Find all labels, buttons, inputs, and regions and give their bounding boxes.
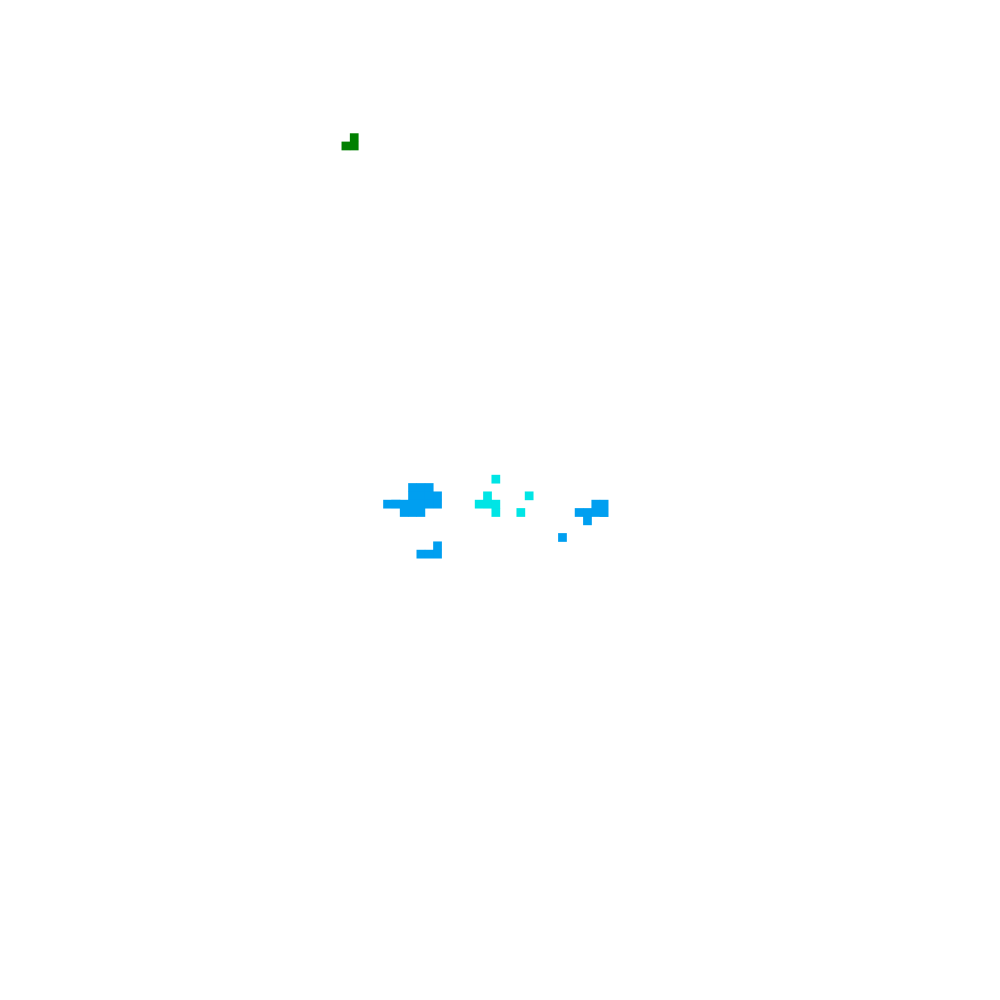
cyan-cluster-cell bbox=[524, 491, 534, 501]
blue-cluster-right-cell bbox=[599, 499, 609, 509]
blue-cluster-left-cell bbox=[433, 491, 442, 501]
blue-cluster-left-cell bbox=[424, 491, 434, 501]
blue-cluster-right-cell bbox=[599, 508, 609, 517]
green-cluster bbox=[341, 133, 359, 151]
blue-cluster-left-cell bbox=[416, 499, 426, 509]
cyan-cluster-cell bbox=[491, 508, 501, 517]
cyan-cluster-cell bbox=[483, 499, 492, 509]
blue-cluster-left bbox=[383, 483, 442, 517]
cyan-cluster bbox=[474, 474, 534, 517]
blue-cluster-left-cell bbox=[433, 499, 442, 509]
blue-fragment-bottom-cell bbox=[416, 549, 426, 559]
blue-cluster-left-cell bbox=[391, 499, 401, 509]
cyan-cluster-cell bbox=[491, 499, 501, 509]
blue-cluster-left-cell bbox=[399, 508, 409, 517]
blue-cluster-right-cell bbox=[591, 499, 601, 509]
green-cluster-cell bbox=[349, 141, 359, 151]
blue-cluster-left-cell bbox=[408, 483, 417, 492]
blue-cluster-right-cell bbox=[591, 508, 601, 517]
blue-cluster-right-cell bbox=[574, 508, 584, 517]
blue-cluster-right bbox=[574, 499, 609, 526]
blue-cluster-left-cell bbox=[416, 483, 426, 492]
blue-fragment-center-cell bbox=[558, 533, 567, 542]
cyan-cluster-cell bbox=[491, 474, 501, 484]
cyan-cluster-cell bbox=[516, 508, 526, 517]
blue-cluster-left-cell bbox=[424, 499, 434, 509]
green-cluster-cell bbox=[349, 133, 359, 143]
cyan-cluster-cell bbox=[483, 491, 492, 501]
blue-fragment-bottom-cell bbox=[433, 541, 442, 551]
blue-cluster-left-cell bbox=[424, 483, 434, 492]
cyan-cluster-cell bbox=[474, 499, 484, 509]
blue-cluster-left-cell bbox=[408, 508, 417, 517]
blue-fragment-bottom-cell bbox=[433, 549, 442, 559]
blue-fragment-bottom bbox=[416, 541, 442, 559]
blue-cluster-left-cell bbox=[408, 491, 417, 501]
blue-cluster-left-cell bbox=[416, 491, 426, 501]
blue-fragment-bottom-cell bbox=[424, 549, 434, 559]
blue-cluster-left-cell bbox=[408, 499, 417, 509]
blue-cluster-right-cell bbox=[583, 508, 592, 517]
blue-cluster-right-cell bbox=[583, 516, 592, 526]
green-cluster-cell bbox=[341, 141, 351, 151]
blue-cluster-left-cell bbox=[416, 508, 426, 517]
blue-fragment-center bbox=[558, 533, 567, 542]
blue-cluster-left-cell bbox=[383, 499, 392, 509]
blue-cluster-left-cell bbox=[399, 499, 409, 509]
